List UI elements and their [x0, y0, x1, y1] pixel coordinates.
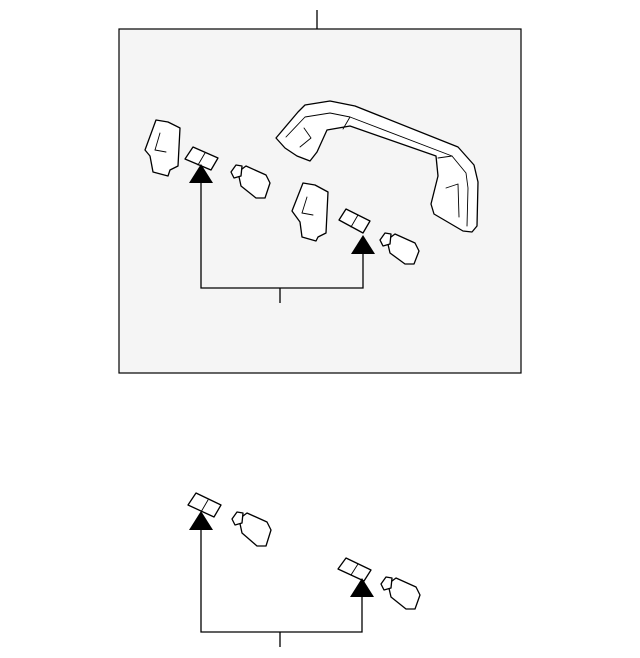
- clip-lower-left: [187, 492, 222, 518]
- screw-lower-right: [380, 576, 421, 610]
- lower-arrowhead-left: [189, 511, 213, 530]
- lower-leader-lines: [200, 530, 363, 647]
- assembly-arrowhead-left: [189, 164, 213, 183]
- assembly-leader-lines: [200, 183, 364, 303]
- end-cover-right: [291, 182, 329, 242]
- screw-lower-left: [231, 511, 272, 547]
- grab-handle: [275, 100, 479, 233]
- screw-assembly-right: [379, 232, 420, 265]
- assembly-arrowhead-right: [351, 235, 375, 254]
- screw-assembly-left: [230, 164, 271, 199]
- lower-arrowhead-right: [350, 578, 374, 597]
- end-cover-left: [144, 119, 181, 177]
- clip-assembly-right: [338, 208, 371, 234]
- clip-lower-right: [337, 557, 372, 582]
